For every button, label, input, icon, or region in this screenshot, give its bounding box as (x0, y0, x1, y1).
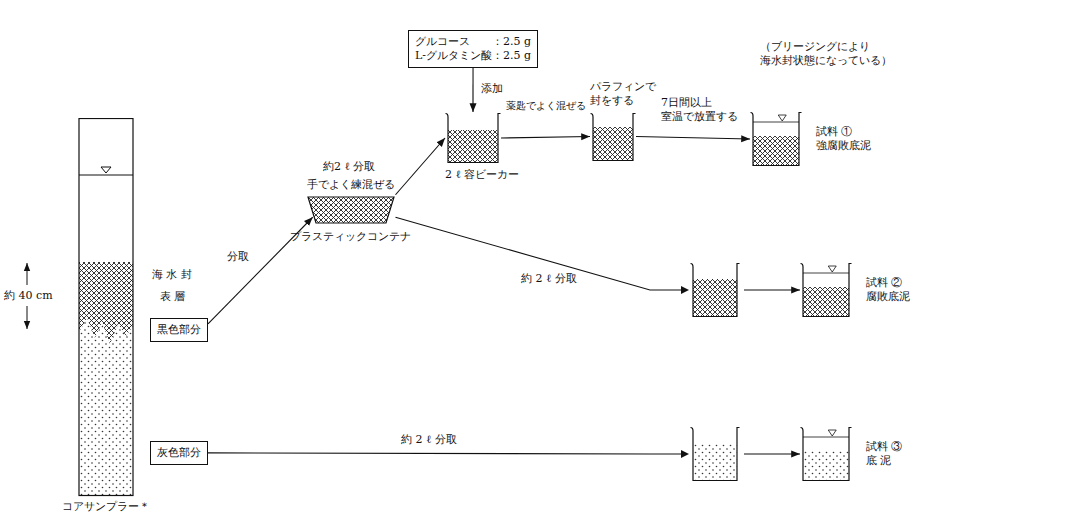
sediment-fill (693, 443, 737, 480)
arrow-head (681, 286, 689, 294)
shape-drawing (306, 195, 396, 225)
beaker-outline (801, 428, 852, 481)
shape-drawing (800, 426, 852, 482)
edge-label: 約 2 ℓ 分取 (520, 272, 578, 286)
beaker-outline (751, 113, 802, 166)
sediment-fill (803, 287, 849, 316)
label-box: 灰色部分 (150, 441, 208, 465)
sediment-fill (753, 136, 799, 165)
flow-arrow (208, 453, 800, 454)
flow-arrow (396, 217, 801, 290)
edge-label: 分取 (226, 250, 250, 264)
node-text: 灰色部分 (157, 446, 201, 460)
sediment-fill (803, 451, 849, 480)
sample-beaker: 試料 ② 腐敗底泥 (800, 262, 912, 318)
edge-label: 約2 ℓ 分取 (322, 160, 376, 174)
node-text: 黒色部分 (157, 323, 201, 337)
core-sampler: コアサンプラー＊ (62, 118, 150, 514)
beaker (691, 264, 740, 317)
edge-label: 添加 (480, 82, 504, 96)
sediment-fill (448, 130, 498, 162)
annotation: 約 40 cm (4, 289, 53, 303)
arrow-head (681, 450, 689, 458)
water-level-mark (101, 167, 111, 173)
water-surface (79, 175, 133, 176)
node-text: 試料 ① 強腐敗底泥 (816, 125, 873, 153)
beaker: パラフィンで 封をする (590, 80, 662, 162)
node-text: 2 ℓ 容ビーカー (445, 168, 519, 182)
shape (69, 118, 143, 498)
label-box: 黒色部分 (150, 318, 208, 342)
shape (750, 111, 802, 167)
node-text: 試料 ③ 底 泥 (866, 440, 910, 468)
dimension-arrow (27, 306, 28, 329)
water-level-mark (828, 266, 836, 272)
beaker-outline (801, 264, 852, 317)
node-text: コアサンプラー＊ (62, 500, 150, 514)
black-layer (79, 262, 133, 344)
container-outline (308, 197, 394, 223)
node-text: L-グルタミン酸：2.5 g (415, 49, 531, 63)
beaker-outline (691, 264, 740, 317)
annotation: （ブリージングにより 海水封状態になっている） (760, 40, 898, 68)
shape (590, 112, 636, 162)
flow-arrow (396, 138, 446, 195)
sample-beaker: 試料 ③ 底 泥 (800, 426, 910, 482)
flow-arrow (472, 68, 473, 113)
sample-beaker: 試料 ① 強腐敗底泥 (750, 111, 873, 167)
shape (306, 195, 396, 225)
plastic-container: 手でよく練混ぜるプラスティックコンテナ (290, 178, 411, 244)
shape-drawing (750, 111, 802, 167)
intermediate-beakers (681, 264, 740, 481)
water-surface (803, 437, 849, 438)
shape-drawing (800, 262, 852, 318)
shape-drawing (69, 118, 143, 498)
beaker: 2 ℓ 容ビーカー (445, 112, 519, 182)
node-text: 手でよく練混ぜる (307, 178, 395, 192)
node-text: グルコース ：2.5 g (415, 35, 531, 49)
beaker-outline (591, 113, 636, 160)
beaker-outline (446, 114, 501, 163)
edge-label: 約 2 ℓ 分取 (400, 433, 458, 447)
shape (800, 426, 852, 482)
edge-label: 薬匙でよく混ぜる (505, 100, 587, 113)
shape (800, 262, 852, 318)
annotation: 表 層 (160, 290, 186, 304)
beaker-outline (691, 428, 740, 481)
sediment-fill (593, 127, 633, 160)
water-level-mark (828, 430, 836, 436)
node-text: パラフィンで 封をする (590, 80, 662, 108)
flow-arrow (501, 137, 590, 139)
core-tube (79, 119, 133, 496)
gray-layer (79, 318, 133, 495)
water-surface (753, 122, 799, 123)
flow-arrow (636, 137, 750, 140)
water-surface (803, 273, 849, 274)
sediment-fill (693, 279, 737, 316)
node-text: プラスティックコンテナ (290, 230, 411, 244)
dimension-arrow (27, 263, 28, 285)
edge-label: 7日間以上 室温で放置する (660, 96, 743, 124)
shape-drawing (590, 112, 636, 162)
water-level-mark (778, 115, 786, 121)
shape (445, 112, 501, 164)
label-box: グルコース ：2.5 gL-グルタミン酸：2.5 g (408, 30, 538, 68)
annotation: 海 水 封 (152, 268, 192, 282)
beaker (691, 428, 740, 481)
node-text: 試料 ② 腐敗底泥 (866, 276, 912, 304)
shape-drawing (445, 112, 501, 164)
